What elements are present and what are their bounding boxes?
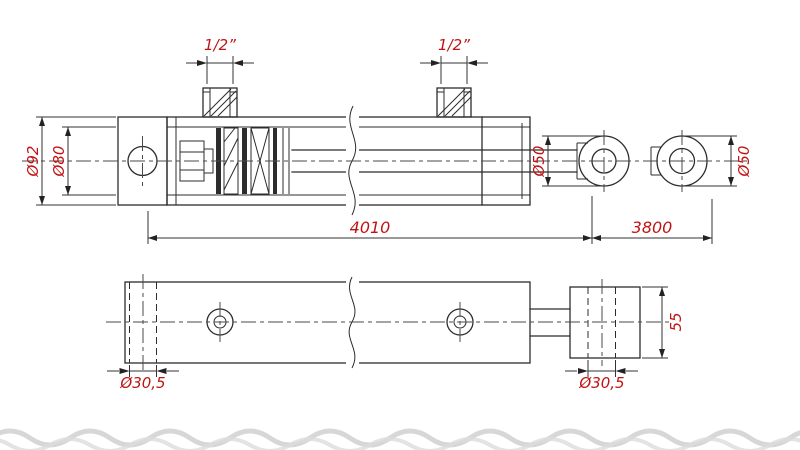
dim-label-55: 55 [667, 312, 685, 331]
port-right [436, 87, 472, 118]
scan-artifact [0, 428, 800, 450]
dim-label-port-right: 1/2” [438, 36, 470, 54]
plan-view [106, 274, 670, 371]
dim-label-dia50-rod-eye: Ø50 [530, 146, 548, 178]
dim-dia50-rod-eye: Ø50 [530, 135, 604, 187]
dim-dia92: Ø92 [24, 116, 116, 206]
rod-plan [529, 308, 571, 337]
port-left [202, 87, 238, 118]
dim-label-port-left: 1/2” [204, 36, 236, 54]
piston-rod [291, 149, 578, 173]
dim-55: 55 [642, 286, 685, 359]
dim-3800: 3800 [592, 199, 713, 244]
dim-label-4010: 4010 [350, 218, 391, 237]
dim-dia80: Ø80 [50, 126, 116, 196]
dim-label-dia80: Ø80 [50, 146, 68, 178]
dim-port-right: 1/2” [420, 36, 488, 84]
end-eye-hole [668, 147, 696, 175]
dim-label-3800: 3800 [632, 218, 673, 237]
dim-label-dia92: Ø92 [24, 146, 42, 178]
dim-dia50-end-eye: Ø50 [682, 135, 753, 187]
dim-label-dia50-end-eye: Ø50 [735, 146, 753, 178]
dim-label-hole-left: Ø30,5 [119, 374, 165, 392]
dim-hole-right: Ø30,5 [565, 360, 638, 392]
dimensions: 1/2” 1/2” Ø92 Ø80 Ø50 [24, 36, 753, 392]
dim-port-left: 1/2” [186, 36, 254, 84]
dim-label-hole-right: Ø30,5 [578, 374, 624, 392]
side-view [22, 87, 748, 216]
dim-hole-left: Ø30,5 [107, 365, 179, 392]
dim-4010: 4010 [147, 196, 593, 244]
